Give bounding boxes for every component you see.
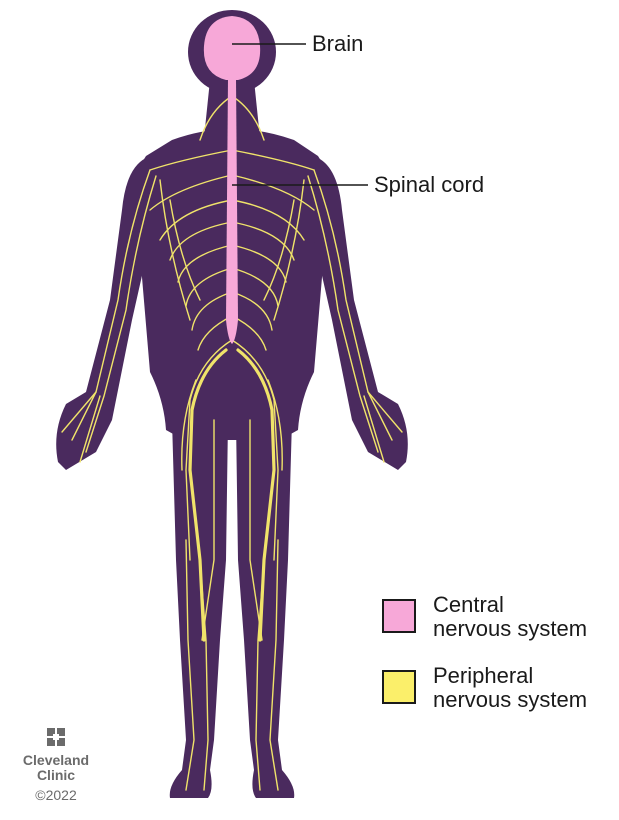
legend-peripheral-line1: Peripheral bbox=[433, 663, 534, 688]
logo-text-line2: Clinic bbox=[36, 767, 76, 783]
legend-label-central: Central nervous system bbox=[433, 593, 587, 641]
cleveland-clinic-logo: Cleveland Clinic ©2022 bbox=[8, 727, 104, 804]
brain-shape bbox=[203, 16, 261, 80]
legend-swatch-central bbox=[382, 599, 416, 633]
legend-label-peripheral: Peripheral nervous system bbox=[433, 664, 587, 712]
legend-central-line1: Central bbox=[433, 592, 504, 617]
legend-item-central: Central nervous system bbox=[382, 593, 587, 641]
legend-central-line2: nervous system bbox=[433, 616, 588, 641]
brain-label: Brain bbox=[312, 31, 364, 56]
logo-text-line1: Cleveland bbox=[22, 752, 90, 768]
peripheral-nerves bbox=[61, 95, 403, 791]
legend-swatch-peripheral bbox=[382, 670, 416, 704]
copyright-text: ©2022 bbox=[35, 787, 77, 803]
legend-peripheral-line2: nervous system bbox=[433, 687, 588, 712]
spinal-cord-shape bbox=[226, 78, 238, 344]
spinal-cord-label: Spinal cord bbox=[374, 172, 485, 197]
cleveland-clinic-logo-icon bbox=[47, 728, 65, 746]
sciatic-nerves bbox=[188, 348, 276, 642]
legend-item-peripheral: Peripheral nervous system bbox=[382, 664, 587, 712]
central-nervous-system bbox=[203, 16, 261, 344]
